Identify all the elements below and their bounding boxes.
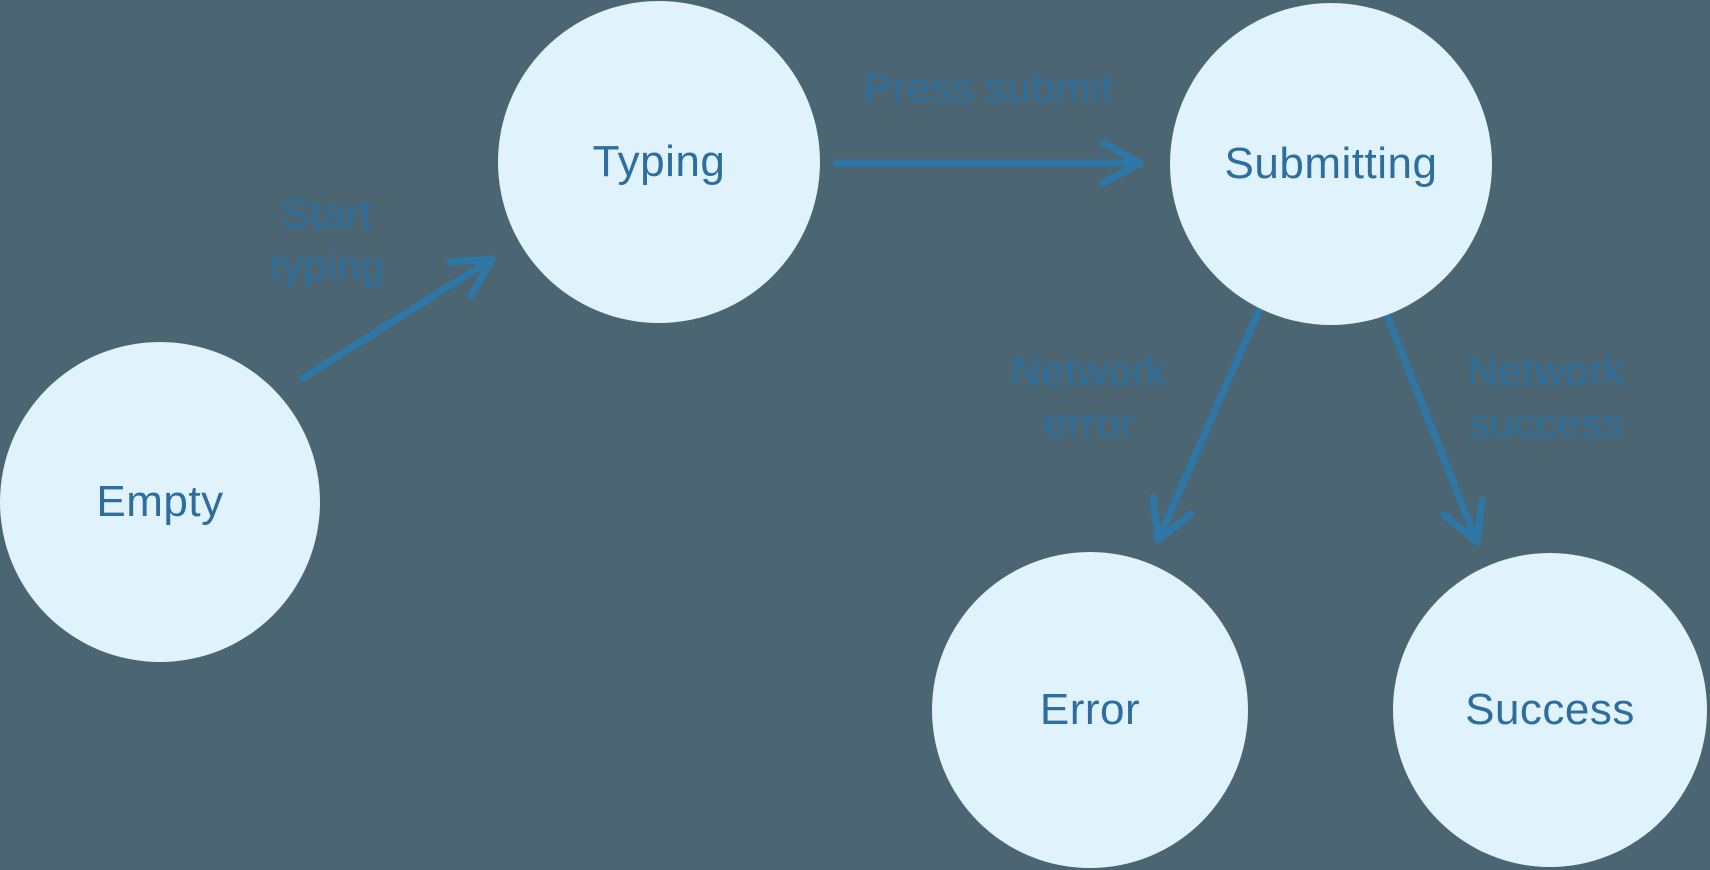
edge-typing-submitting-arrowhead <box>1099 139 1144 187</box>
state-node-submitting: Submitting <box>1170 3 1492 325</box>
edge-empty-typing <box>299 255 496 382</box>
edge-submitting-error-arrowhead <box>1149 493 1195 544</box>
node-label: Success <box>1465 685 1635 734</box>
node-label: Empty <box>96 477 224 526</box>
edge-submitting-success <box>1384 314 1486 546</box>
edge-submitting-error-line <box>1154 304 1264 544</box>
edge-label-start-typing: Start typing <box>269 190 385 289</box>
state-node-empty: Empty <box>0 342 320 662</box>
edge-label-network-success: Network success <box>1467 347 1625 446</box>
edge-empty-typing-arrowhead <box>446 255 496 300</box>
edge-label-network-error: Network error <box>1010 347 1168 446</box>
edge-typing-submitting <box>832 139 1144 187</box>
node-label: Typing <box>592 137 726 186</box>
edge-label-press-submit: Press submit <box>863 64 1113 111</box>
node-label: Error <box>1039 685 1141 734</box>
state-node-typing: Typing <box>498 1 820 323</box>
state-node-error: Error <box>932 552 1248 868</box>
edge-submitting-success-arrowhead <box>1440 496 1486 546</box>
edge-empty-typing-line <box>299 255 496 382</box>
state-node-success: Success <box>1393 553 1707 867</box>
node-label: Submitting <box>1224 139 1438 188</box>
edge-submitting-success-line <box>1384 314 1481 546</box>
edge-submitting-error <box>1149 304 1264 544</box>
